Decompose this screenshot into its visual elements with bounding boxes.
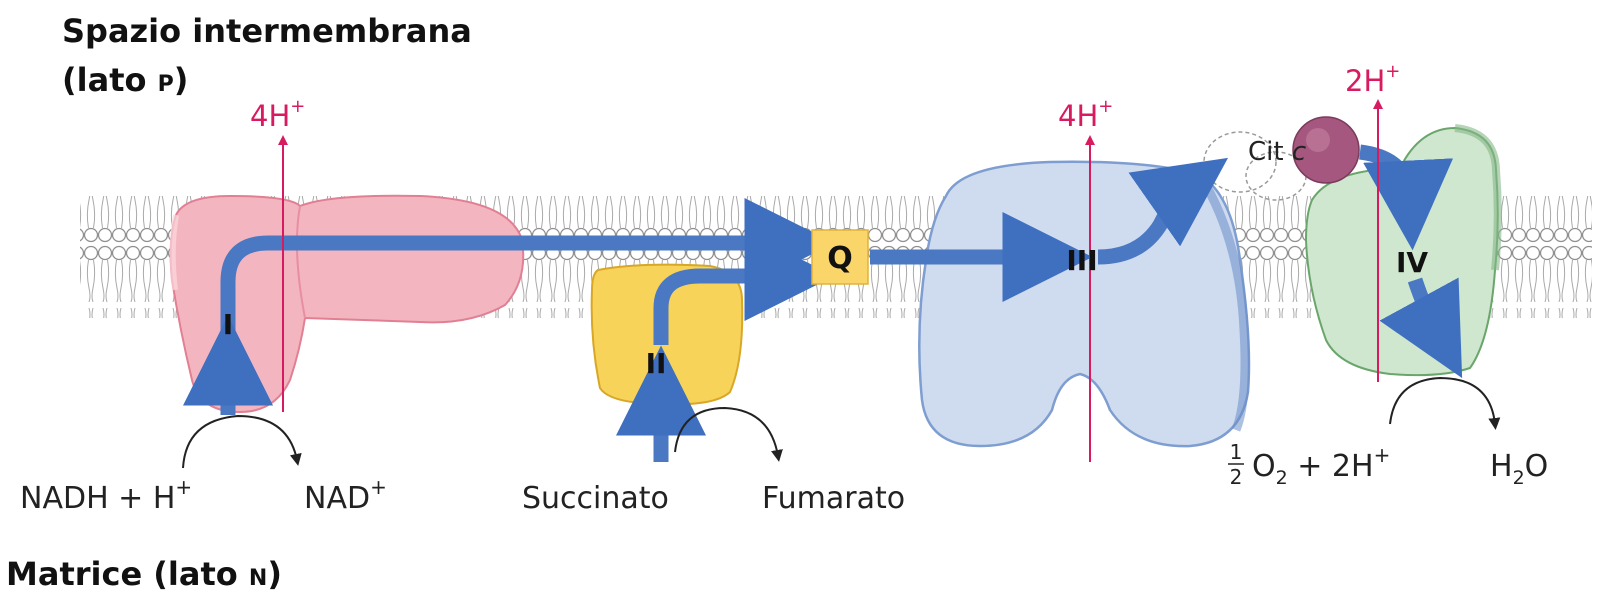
curved-arrow-succinate-to-fumarate — [675, 408, 778, 456]
proton-label-complex-iv: 2H+ — [1345, 61, 1400, 98]
svg-text:O2 + 2H+: O2 + 2H+ — [1252, 443, 1390, 489]
proton-label-complex-i: 4H+ — [250, 96, 305, 133]
complex-iii-label: III — [1066, 244, 1097, 277]
curved-arrow-oxygen-to-water — [1390, 378, 1495, 424]
svg-text:1: 1 — [1230, 440, 1243, 464]
fumarate-label: Fumarato — [762, 481, 905, 516]
svg-text:2: 2 — [1230, 465, 1243, 489]
nad-label: NAD+ — [304, 475, 387, 516]
complex-iii — [919, 162, 1249, 446]
cytochrome-c-label: Cit c — [1248, 137, 1306, 167]
proton-label-complex-iii: 4H+ — [1058, 96, 1113, 133]
complex-i-label: I — [223, 308, 233, 341]
heading-intermembrane-space: Spazio intermembrana — [62, 12, 472, 50]
complex-iv-label: IV — [1396, 246, 1428, 279]
curved-arrow-nadh-to-nad — [183, 416, 297, 468]
heading-p-side: (lato P) — [62, 61, 188, 99]
oxygen-reactant-label: 1 2 O2 + 2H+ — [1228, 440, 1390, 489]
water-label: H2O — [1490, 449, 1548, 489]
nadh-label: NADH + H+ — [20, 475, 192, 516]
heading-matrix-n-side: Matrice (lato N) — [6, 555, 282, 593]
complex-ii-label: II — [646, 347, 667, 380]
succinate-label: Succinato — [522, 481, 669, 516]
ubiquinone-label: Q — [827, 241, 853, 276]
